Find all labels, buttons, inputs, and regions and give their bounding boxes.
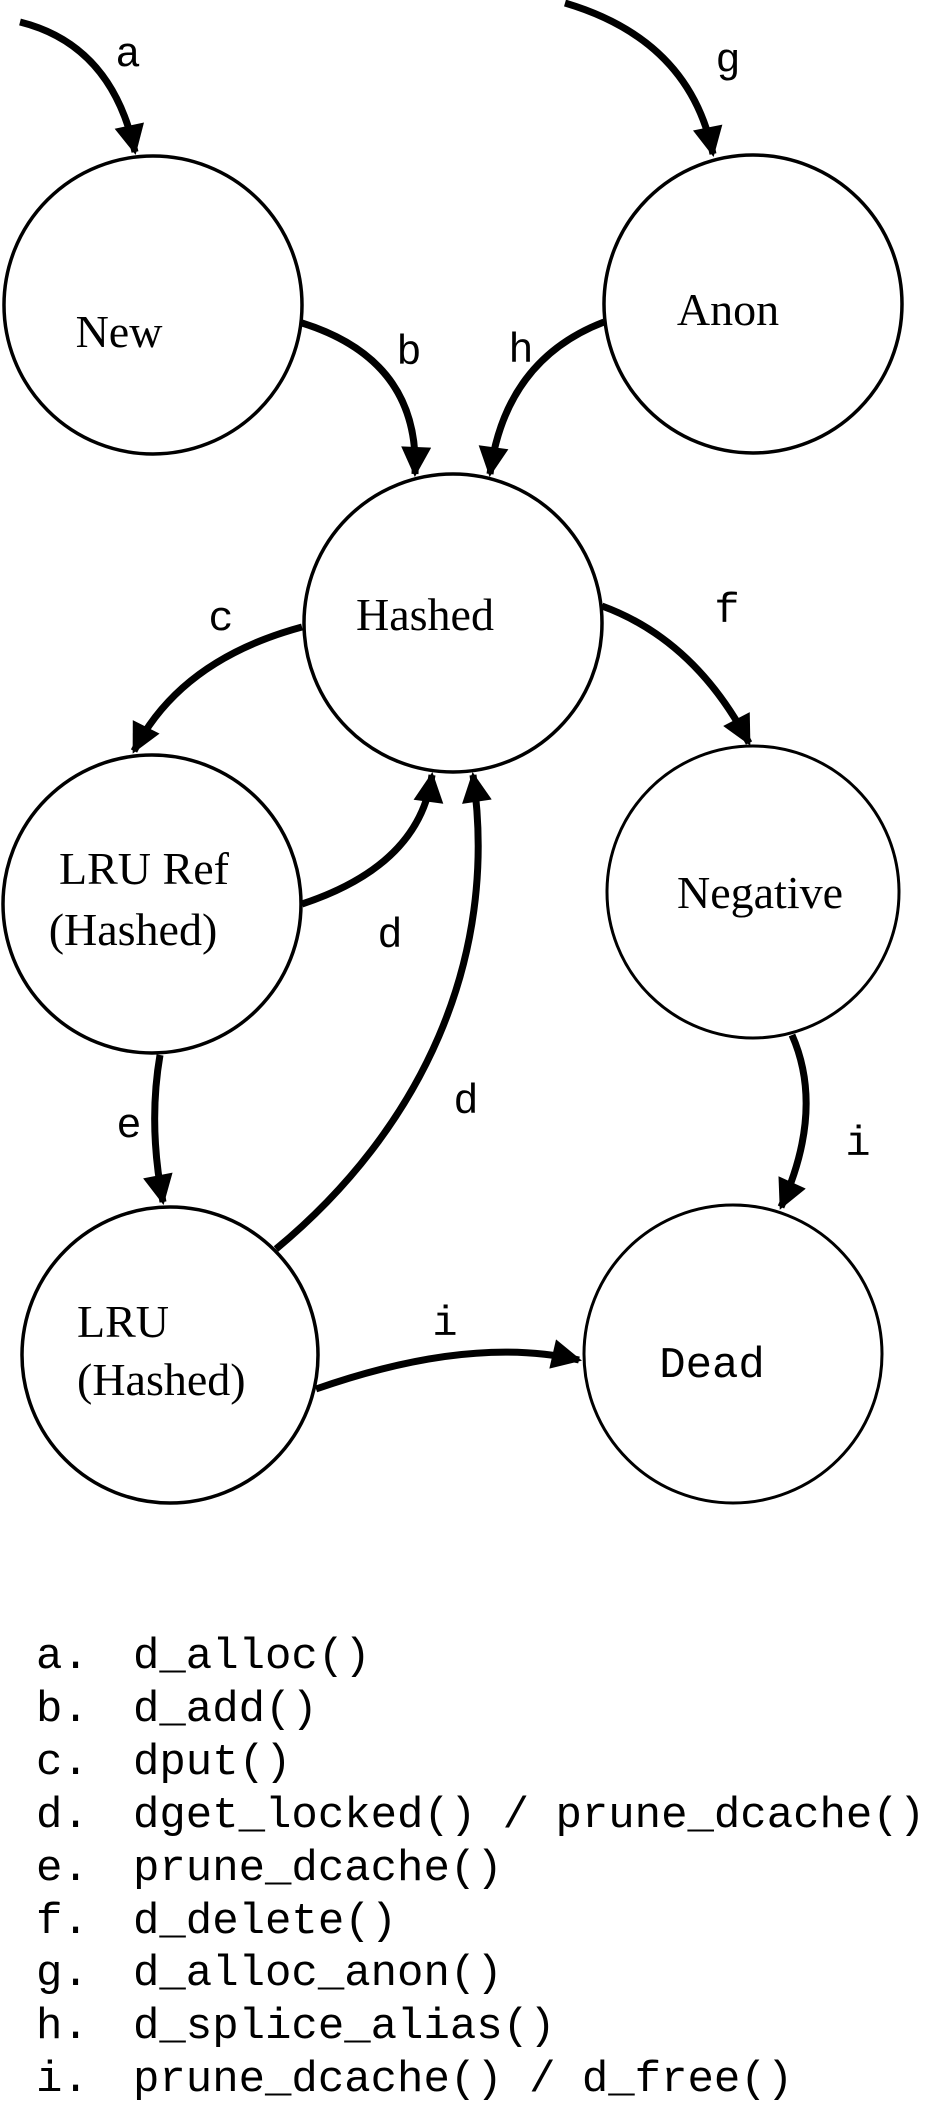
edge-d-lru-ref-to-hashed-arrow	[300, 772, 444, 908]
node-dead-circle	[582, 1203, 884, 1505]
edge-d-lru-ref-label: d	[377, 912, 402, 960]
node-hashed-circle	[302, 472, 604, 774]
node-lru-circle	[20, 1205, 320, 1505]
legend-desc-d: dget_locked() / prune_dcache()	[133, 1790, 926, 1841]
node-negative-circle	[605, 744, 901, 1040]
legend-key-g: g.	[36, 1949, 89, 2000]
edge-g-label: g	[715, 37, 740, 85]
edge-i-lru-label: i	[432, 1300, 457, 1348]
edge-h-arrow	[478, 318, 606, 477]
edge-i-lru-to-dead-arrow	[314, 1339, 582, 1393]
legend-key-a: a.	[36, 1632, 89, 1682]
edge-e-label: e	[116, 1102, 141, 1150]
legend-item-i: i. prune_dcache() / d_free()	[36, 2054, 925, 2103]
edge-a-label: a	[115, 31, 140, 79]
node-lru-label-line1: LRU	[77, 1296, 169, 1347]
legend-desc-g: d_alloc_anon()	[133, 1949, 503, 2000]
legend-item-d: d. dget_locked() / prune_dcache()	[36, 1790, 925, 1843]
legend-key-e: e.	[36, 1843, 89, 1894]
legend-item-h: h. d_splice_alias()	[36, 2001, 925, 2054]
transition-legend: a. d_alloc() b. d_add() c. dput() d. dget_lo…	[36, 1631, 925, 2103]
node-negative-label: Negative	[677, 867, 843, 918]
node-new-circle	[2, 154, 304, 456]
node-lru-ref-label-line1: LRU Ref	[59, 843, 230, 894]
legend-key-h: h.	[36, 2002, 89, 2053]
edge-c-arrow	[130, 623, 303, 754]
edge-b-label: b	[396, 329, 421, 377]
legend-item-g: g. d_alloc_anon()	[36, 1948, 925, 2001]
node-lru-label-line2: (Hashed)	[77, 1354, 246, 1405]
edge-a-arrow	[19, 18, 144, 155]
legend-item-a: a. d_alloc()	[36, 1631, 925, 1684]
legend-desc-a: d_alloc()	[133, 1632, 371, 1682]
node-dead-label: Dead	[659, 1341, 765, 1391]
node-anon-circle	[602, 153, 904, 455]
node-new-label: New	[76, 306, 164, 357]
legend-desc-c: dput()	[133, 1737, 292, 1788]
node-anon-label: Anon	[677, 284, 779, 335]
edge-h-label: h	[508, 327, 533, 375]
legend-desc-i: prune_dcache() / d_free()	[133, 2055, 794, 2103]
legend-desc-f: d_delete()	[133, 1896, 398, 1947]
legend-desc-b: d_add()	[133, 1684, 318, 1735]
legend-item-e: e. prune_dcache()	[36, 1843, 925, 1896]
legend-desc-e: prune_dcache()	[133, 1843, 503, 1894]
node-hashed-label: Hashed	[356, 589, 494, 640]
legend-key-c: c.	[36, 1737, 89, 1788]
node-lru-ref-label-line2: (Hashed)	[49, 904, 218, 955]
legend-item-f: f. d_delete()	[36, 1896, 925, 1949]
edge-d-lru-label: d	[453, 1078, 478, 1126]
edge-i-negative-to-dead-arrow	[777, 1033, 810, 1210]
edge-f-label: f	[714, 587, 739, 635]
legend-key-d: d.	[36, 1790, 89, 1841]
legend-item-b: b. d_add()	[36, 1684, 925, 1737]
node-lru-ref-circle	[1, 753, 303, 1055]
legend-key-i: i.	[36, 2055, 89, 2103]
edge-d-lru-to-hashed-arrow	[273, 772, 492, 1252]
edge-b-arrow	[300, 319, 432, 477]
legend-item-c: c. dput()	[36, 1737, 925, 1790]
legend-key-f: f.	[36, 1896, 89, 1947]
edge-f-arrow	[600, 602, 753, 746]
edge-c-label: c	[208, 595, 233, 643]
edge-i-negative-label: i	[845, 1120, 870, 1168]
edge-e-arrow	[143, 1054, 173, 1205]
edge-g-arrow	[564, 0, 723, 157]
legend-desc-h: d_splice_alias()	[133, 2002, 556, 2053]
legend-key-b: b.	[36, 1684, 89, 1735]
